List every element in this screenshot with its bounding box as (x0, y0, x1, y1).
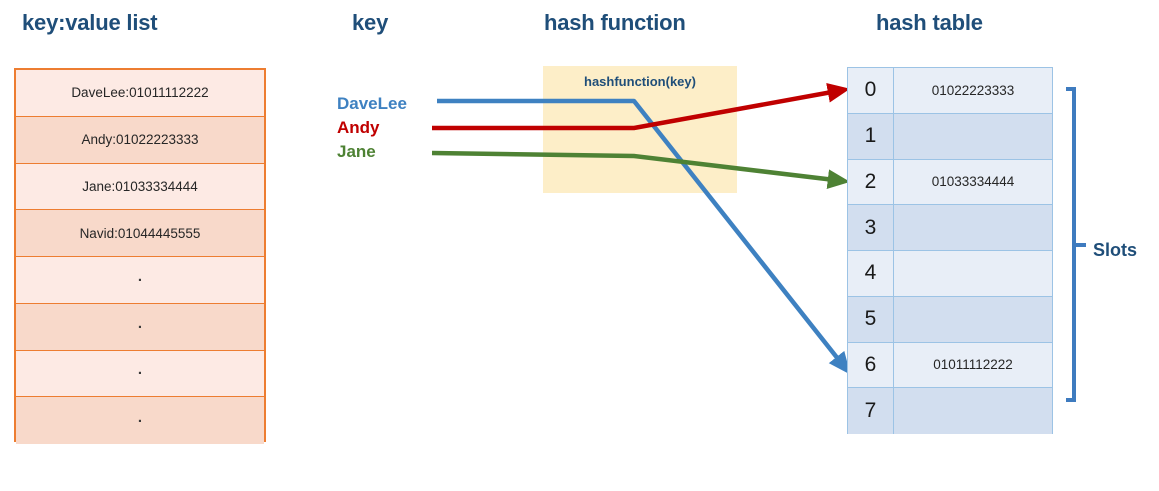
list-item: Andy:01022223333 (16, 116, 264, 164)
key-label-jane: Jane (337, 142, 376, 161)
slot-index: 6 (848, 342, 894, 388)
key-label-davelee: DaveLee (337, 94, 407, 113)
list-item-ellipsis: . (16, 397, 264, 444)
slot-value: 01022223333 (931, 82, 1015, 98)
slot-value: 01011112222 (933, 357, 1013, 373)
slot-value (894, 388, 1052, 434)
table-row: 4 (848, 251, 1052, 297)
slot-index: 4 (848, 251, 894, 296)
list-item-ellipsis: . (16, 303, 264, 351)
table-row: 6 01011112222 (848, 342, 1052, 389)
slot-index: 3 (848, 205, 894, 250)
page-title-hash-table: hash table (876, 10, 983, 35)
slots-bracket (1066, 87, 1076, 402)
slot-index: 1 (848, 113, 894, 159)
list-item: Jane:01033334444 (16, 163, 264, 211)
table-row: 5 (848, 296, 1052, 343)
wire-andy-to-slot-0 (432, 82, 851, 131)
page-title-hash-function: hash function (544, 10, 686, 35)
list-item: DaveLee:01011112222 (16, 70, 264, 117)
table-row: 1 (848, 113, 1052, 160)
slot-index: 0 (848, 68, 894, 113)
page-title-key-value-list: key:value list (22, 10, 158, 35)
slot-index: 7 (848, 388, 894, 434)
slot-value (894, 205, 1052, 250)
hash-function-label: hashfunction(key) (584, 74, 696, 89)
slots-bracket-label: Slots (1093, 240, 1138, 260)
page-title-key: key (352, 10, 389, 35)
hash-table: 0 01022223333 1 2 01033334444 3 4 5 6 01… (847, 67, 1053, 434)
table-row: 2 01033334444 (848, 159, 1052, 206)
slot-value: 01033334444 (931, 174, 1015, 190)
table-row: 7 (848, 388, 1052, 434)
wire-davelee-to-slot-6 (437, 98, 851, 375)
slot-index: 5 (848, 296, 894, 342)
slot-value (894, 297, 1052, 342)
key-label-andy: Andy (337, 118, 380, 137)
key-value-list-table: DaveLee:01011112222 Andy:01022223333 Jan… (14, 68, 266, 444)
list-item-ellipsis: . (16, 257, 264, 304)
slot-index: 2 (848, 159, 894, 205)
table-row: 0 01022223333 (848, 68, 1052, 114)
list-item-ellipsis: . (16, 350, 264, 398)
table-row: 3 (848, 205, 1052, 251)
wire-jane-to-slot-2 (431, 150, 851, 190)
list-item: Navid:01044445555 (16, 210, 264, 257)
slot-value (894, 114, 1052, 159)
slot-value (894, 251, 1052, 296)
